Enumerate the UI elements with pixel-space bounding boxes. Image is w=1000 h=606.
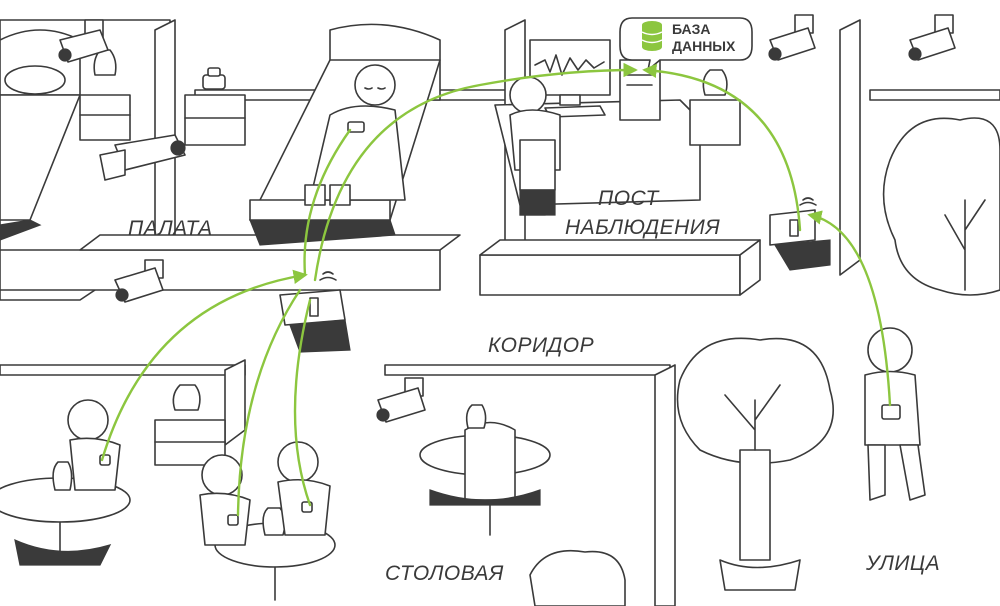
vase-icon — [465, 404, 487, 429]
database-label-line2: ДАННЫХ — [672, 38, 736, 54]
database-icon — [641, 21, 663, 51]
link-boy-to-receiver — [236, 288, 302, 517]
link-girl-to-receiver — [293, 298, 312, 507]
dining-table-empty — [419, 404, 551, 536]
post-right-partition — [839, 19, 861, 276]
monitoring-post: БАЗА ДАННЫХ ПОСТ НАБЛЮДЕНИЯ — [494, 14, 956, 271]
wearable-tracker-icon — [227, 514, 239, 526]
tree-icon — [882, 117, 1000, 296]
street: УЛИЦА — [529, 117, 1000, 606]
post-cabinet — [689, 99, 741, 146]
link-receiver-to-database-right — [642, 63, 802, 232]
post-front-wall-top — [479, 239, 761, 256]
street-label: УЛИЦА — [865, 552, 940, 575]
link-woman-to-receiver — [100, 269, 308, 462]
projector-icon — [99, 134, 186, 181]
nightstand-middle — [184, 67, 246, 146]
wearable-tracker-icon — [881, 404, 901, 420]
dining-room: СТОЛОВАЯ — [0, 377, 551, 601]
database-label-line1: БАЗА — [672, 21, 711, 37]
corridor-label: КОРИДОР — [488, 334, 594, 357]
dining-partition — [224, 359, 246, 446]
dining-back-ledge — [0, 364, 246, 376]
corridor: КОРИДОР — [279, 271, 594, 357]
vase-icon — [93, 49, 117, 76]
wall-receiver-right — [769, 197, 831, 271]
link-man-to-receiver — [807, 210, 892, 407]
security-camera-icon — [768, 14, 816, 61]
database-callout: БАЗА ДАННЫХ — [619, 17, 753, 71]
security-camera-icon — [376, 377, 426, 423]
wearable-tracker-icon — [347, 121, 365, 133]
dining-label: СТОЛОВАЯ — [385, 562, 504, 585]
boy-seated — [199, 454, 251, 546]
ward-room: ПАЛАТА — [0, 19, 441, 303]
vase-icon — [52, 461, 73, 491]
dining-right-partition — [654, 364, 676, 606]
post-front-wall-side — [739, 239, 761, 296]
link-receiver-to-database — [313, 62, 638, 282]
nightstand-left — [79, 94, 131, 141]
security-camera-icon — [908, 14, 956, 61]
patient-figure — [304, 64, 406, 206]
left-bed-pillow — [4, 65, 66, 95]
post-front-wall — [479, 254, 741, 296]
ward-label: ПАЛАТА — [128, 217, 213, 240]
security-camera-icon — [114, 259, 164, 303]
dining-back-ledge-right — [384, 364, 671, 376]
left-bed-shadow — [0, 219, 42, 241]
security-camera-icon — [58, 19, 109, 63]
woman-seated-left — [67, 399, 121, 491]
tree-icon — [529, 549, 626, 606]
ward-front-wall — [0, 249, 441, 291]
tree-icon — [676, 337, 834, 591]
vase-icon — [172, 384, 201, 411]
post-label-line2: НАБЛЮДЕНИЯ — [565, 216, 720, 239]
dining-nightstand — [154, 384, 226, 466]
man-walking — [864, 327, 926, 501]
data-connections — [100, 62, 892, 517]
post-label-line1: ПОСТ — [598, 187, 661, 210]
wall-receiver-center — [279, 271, 351, 353]
post-back-ledge — [869, 89, 1000, 101]
link-receiver-to-patient — [303, 128, 352, 277]
